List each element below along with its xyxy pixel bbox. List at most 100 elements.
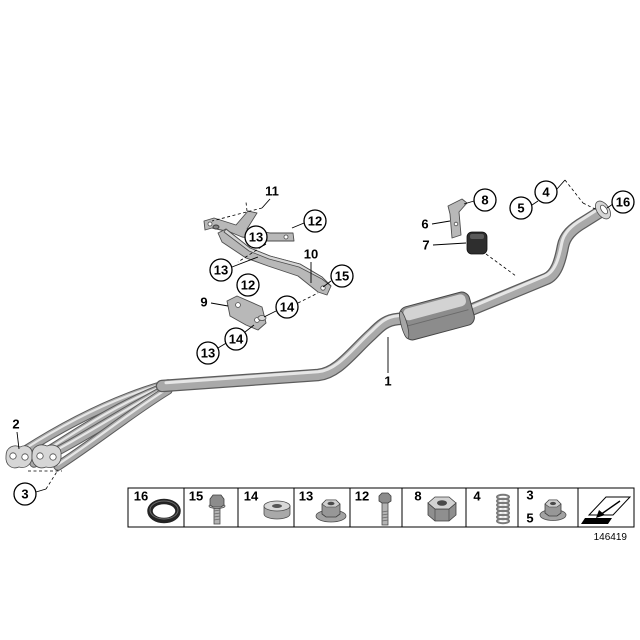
callout-circle [244, 225, 268, 249]
callout-13-mid: 13 [209, 258, 233, 282]
mid-pipe-body [157, 313, 415, 391]
spring-icon [496, 493, 510, 525]
dashed-11-b [245, 201, 248, 212]
flange-left-hole-b [21, 453, 29, 461]
bracket-6-hole [453, 221, 459, 227]
hanger-brackets-left [203, 210, 332, 331]
hardware-legend: 16 15 14 [127, 487, 635, 528]
catalytic-converter [399, 291, 475, 341]
callout-number: 14 [229, 332, 244, 347]
dashed-4 [564, 179, 584, 204]
callout-number: 1 [384, 374, 391, 389]
callout-number: 6 [421, 217, 428, 232]
front-tube-2-highlight [46, 383, 170, 451]
callout-circle [330, 264, 354, 288]
legend-cell-8: 8 [414, 489, 457, 522]
converter-inlet-cap [399, 310, 410, 339]
front-tube-4-highlight [56, 387, 170, 466]
legend-label: 3 [526, 488, 533, 503]
gasket-ring-icon [147, 498, 181, 524]
callout-number: 16 [616, 195, 630, 210]
callout-number: 10 [304, 247, 318, 262]
callout-number: 7 [422, 238, 429, 253]
callout-number: 13 [201, 346, 215, 361]
callout-2: 2 [12, 417, 19, 432]
callout-number: 3 [21, 487, 28, 502]
leader-11 [261, 198, 271, 209]
spring-coil [496, 517, 510, 525]
rubber-mount-7-top [470, 234, 484, 239]
arrow-base-bar [581, 518, 612, 524]
legend-cell-13: 13 [299, 489, 347, 523]
callout-number: 2 [12, 417, 19, 432]
flange-nut-bore [327, 501, 335, 506]
front-tube-4 [54, 386, 172, 470]
callout-circle [509, 196, 533, 220]
bracket-11-hole [207, 221, 213, 227]
mid-pipe [155, 311, 417, 393]
arrow-shaft [599, 500, 621, 516]
legend-label: 14 [244, 489, 259, 504]
callout-12-lower: 12 [236, 273, 260, 297]
bolt-thread [213, 515, 221, 518]
callout-number: 9 [200, 295, 207, 310]
rear-pipe-body [461, 207, 605, 317]
bolt-thread [213, 512, 221, 515]
callout-11: 11 [265, 184, 279, 199]
gasket-ring-highlight [149, 500, 179, 520]
callout-number: 11 [265, 184, 279, 199]
callout-circle [275, 295, 299, 319]
legend-label: 13 [299, 489, 313, 504]
callout-12-upper: 12 [303, 209, 327, 233]
callout-16: 16 [611, 190, 635, 214]
callout-circle [13, 482, 37, 506]
bracket-11-hole-b [283, 234, 289, 240]
callout-15: 15 [330, 264, 354, 288]
bracket-6 [447, 198, 468, 239]
legend-label-secondary: 5 [526, 511, 533, 526]
hex-nut-bore [437, 500, 447, 506]
arrow-icon [581, 496, 632, 524]
bracket-9-hole-a [235, 302, 241, 308]
callout-circle [224, 327, 248, 351]
callout-number: 8 [481, 193, 488, 208]
leader-8 [463, 200, 475, 205]
flange-nut-icon [315, 499, 347, 523]
legend-cell-14: 14 [244, 489, 291, 520]
flange-right [31, 444, 62, 469]
leader-14-upper [263, 310, 277, 318]
stud-thread [381, 510, 389, 513]
spacer-sleeve-icon [263, 500, 291, 520]
bolt-thread [213, 518, 221, 521]
leader-7 [432, 242, 467, 246]
callout-number: 15 [335, 269, 349, 284]
bolt-thread [213, 509, 221, 512]
leader-3 [35, 488, 47, 493]
callout-13-lower: 13 [196, 341, 220, 365]
bracket-10-hole [320, 285, 326, 291]
bracket-10-top-edge [223, 228, 332, 287]
legend-label: 8 [414, 489, 421, 504]
dashed-4-b [582, 202, 598, 211]
bracket-11 [203, 210, 295, 242]
leader-15 [322, 280, 332, 288]
flange-right-hole-b [49, 453, 57, 461]
front-flanges [5, 444, 62, 469]
callout-8: 8 [473, 188, 497, 212]
stud-bolt-icon [378, 492, 392, 526]
stud-thread [381, 513, 389, 516]
callout-number: 5 [517, 201, 524, 216]
diagram-number: 146419 [594, 532, 628, 543]
callout-circle [303, 209, 327, 233]
leader-5 [531, 200, 539, 206]
leader-4 [556, 179, 566, 190]
leader-14-lower [244, 324, 255, 333]
dashed-14-upper [297, 292, 319, 304]
callout-13-upper: 13 [244, 225, 268, 249]
callout-3: 3 [13, 482, 37, 506]
callout-number: 14 [280, 300, 295, 315]
bolt-icon [208, 494, 226, 525]
bracket-9 [226, 295, 267, 331]
converter-seam [406, 309, 469, 327]
